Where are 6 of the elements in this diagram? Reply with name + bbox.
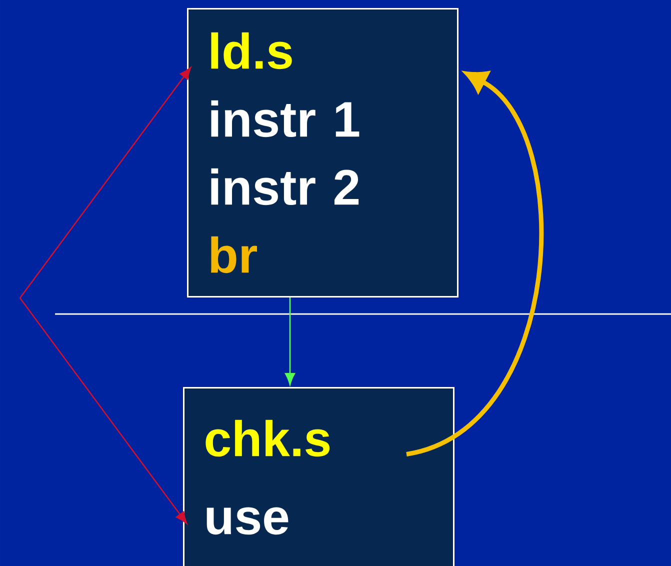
arrow xyxy=(285,298,295,386)
code-box: ld.s instr 1 instr 2 br xyxy=(187,8,458,298)
arrow xyxy=(19,298,188,524)
code-box: chk.s use xyxy=(183,387,454,566)
arrow xyxy=(406,71,544,456)
arrow xyxy=(19,67,192,298)
